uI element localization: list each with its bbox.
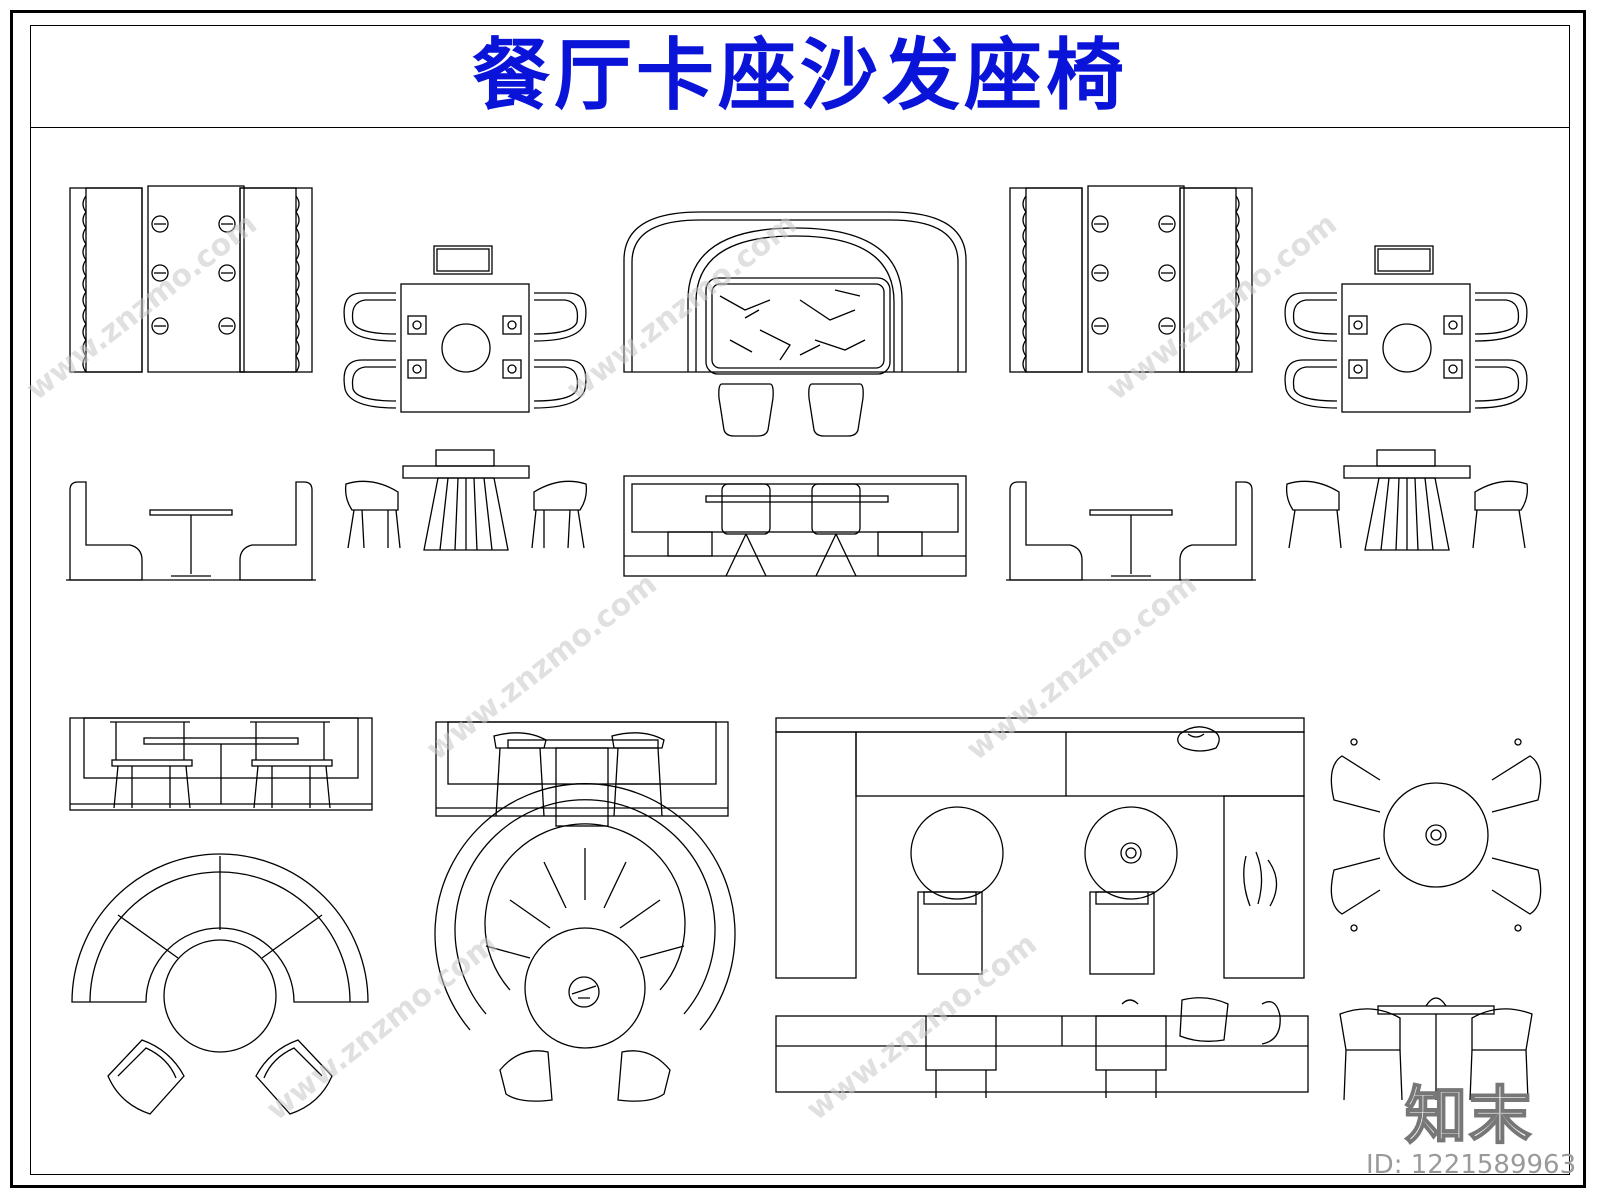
semicircle-booth-plan-large bbox=[434, 783, 736, 1102]
booth-six-seat-plan-right bbox=[1009, 185, 1253, 373]
round-table-four-chairs-plan bbox=[1330, 738, 1542, 932]
l-shaped-booth-plan bbox=[775, 717, 1305, 979]
booth-elevation-left bbox=[66, 481, 316, 581]
outer-border bbox=[10, 10, 1586, 1188]
booth-elevation-with-chairs bbox=[69, 717, 373, 811]
hotpot-table-elevation-left bbox=[344, 449, 588, 551]
inner-border bbox=[30, 25, 1570, 1175]
hotpot-table-four-chairs-plan-right bbox=[1284, 245, 1528, 413]
booth-elevation-right bbox=[1006, 481, 1256, 581]
page-title: 餐厅卡座沙发座椅 bbox=[471, 30, 1128, 121]
watermark-id: ID: 1221589963 bbox=[1366, 1150, 1577, 1180]
watermark-logo: 知末 bbox=[1404, 1078, 1534, 1153]
table-chairs-elevation-right bbox=[1339, 997, 1533, 1101]
horseshoe-booth-elevation bbox=[623, 475, 967, 577]
semicircle-booth-plan bbox=[71, 853, 369, 1115]
long-booth-bench-elevation bbox=[775, 997, 1309, 1098]
title-bar: 餐厅卡座沙发座椅 bbox=[30, 25, 1570, 128]
hotpot-table-four-chairs-plan-left bbox=[343, 245, 587, 413]
horseshoe-booth-plan bbox=[623, 211, 967, 437]
hotpot-table-elevation-right bbox=[1285, 449, 1529, 551]
booth-elevation-with-stools bbox=[435, 721, 729, 827]
booth-six-seat-plan-left bbox=[69, 185, 313, 373]
